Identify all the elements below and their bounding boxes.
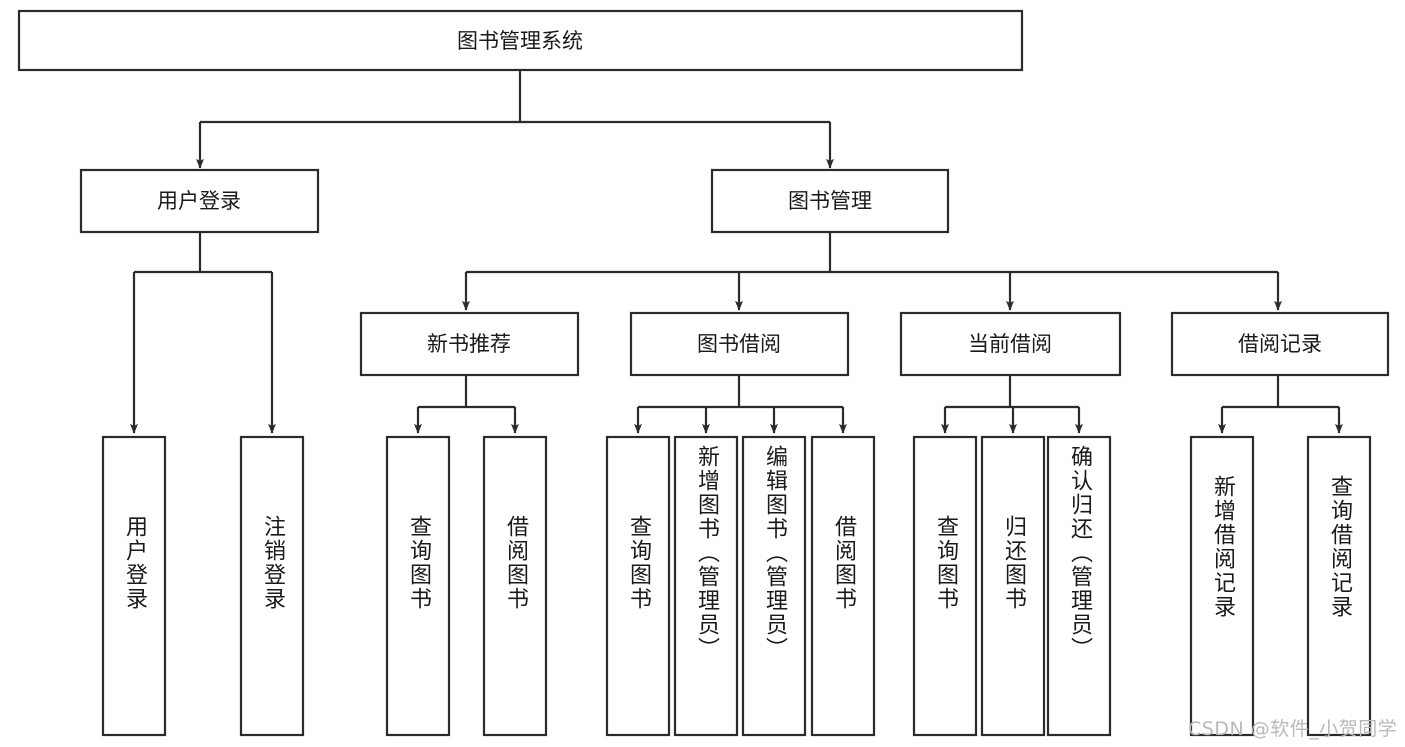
node-leaf-query-book-b[interactable] bbox=[605, 435, 671, 737]
node-leaf-query-borrow-record[interactable] bbox=[1306, 435, 1372, 737]
node-leaf-logout[interactable] bbox=[239, 435, 305, 737]
node-current-borrow[interactable]: 当前借阅 bbox=[899, 311, 1122, 377]
node-book-management-label: 图书管理 bbox=[788, 189, 872, 213]
node-new-book-recommend-label: 新书推荐 bbox=[427, 332, 511, 356]
node-leaf-edit-book-admin[interactable] bbox=[741, 435, 807, 737]
node-borrow-records-label: 借阅记录 bbox=[1238, 332, 1322, 356]
node-user-login[interactable]: 用户登录 bbox=[79, 168, 320, 234]
node-borrow-records[interactable]: 借阅记录 bbox=[1170, 311, 1390, 377]
node-leaf-borrow-book-b[interactable] bbox=[810, 435, 876, 737]
node-book-borrow-label: 图书借阅 bbox=[697, 332, 781, 356]
node-leaf-add-borrow-record[interactable] bbox=[1189, 435, 1255, 737]
node-leaf-confirm-return-admin[interactable] bbox=[1046, 435, 1112, 737]
node-leaf-user-login[interactable] bbox=[101, 435, 167, 737]
watermark-text: CSDN @软件_小贺同学 bbox=[1188, 718, 1398, 740]
node-leaf-query-book-a[interactable] bbox=[385, 435, 451, 737]
node-leaf-add-book-admin[interactable] bbox=[673, 435, 739, 737]
node-new-book-recommend[interactable]: 新书推荐 bbox=[359, 311, 580, 377]
node-leaf-return-book[interactable] bbox=[980, 435, 1046, 737]
node-current-borrow-label: 当前借阅 bbox=[968, 332, 1052, 356]
node-user-login-label: 用户登录 bbox=[157, 189, 241, 213]
node-root-label: 图书管理系统 bbox=[457, 29, 583, 53]
node-leaf-borrow-book-a[interactable] bbox=[482, 435, 548, 737]
node-book-borrow[interactable]: 图书借阅 bbox=[629, 311, 850, 377]
node-book-management[interactable]: 图书管理 bbox=[710, 168, 950, 234]
node-root-book-management-system[interactable]: 图书管理系统 bbox=[17, 9, 1024, 72]
node-leaf-query-book-c[interactable] bbox=[912, 435, 978, 737]
